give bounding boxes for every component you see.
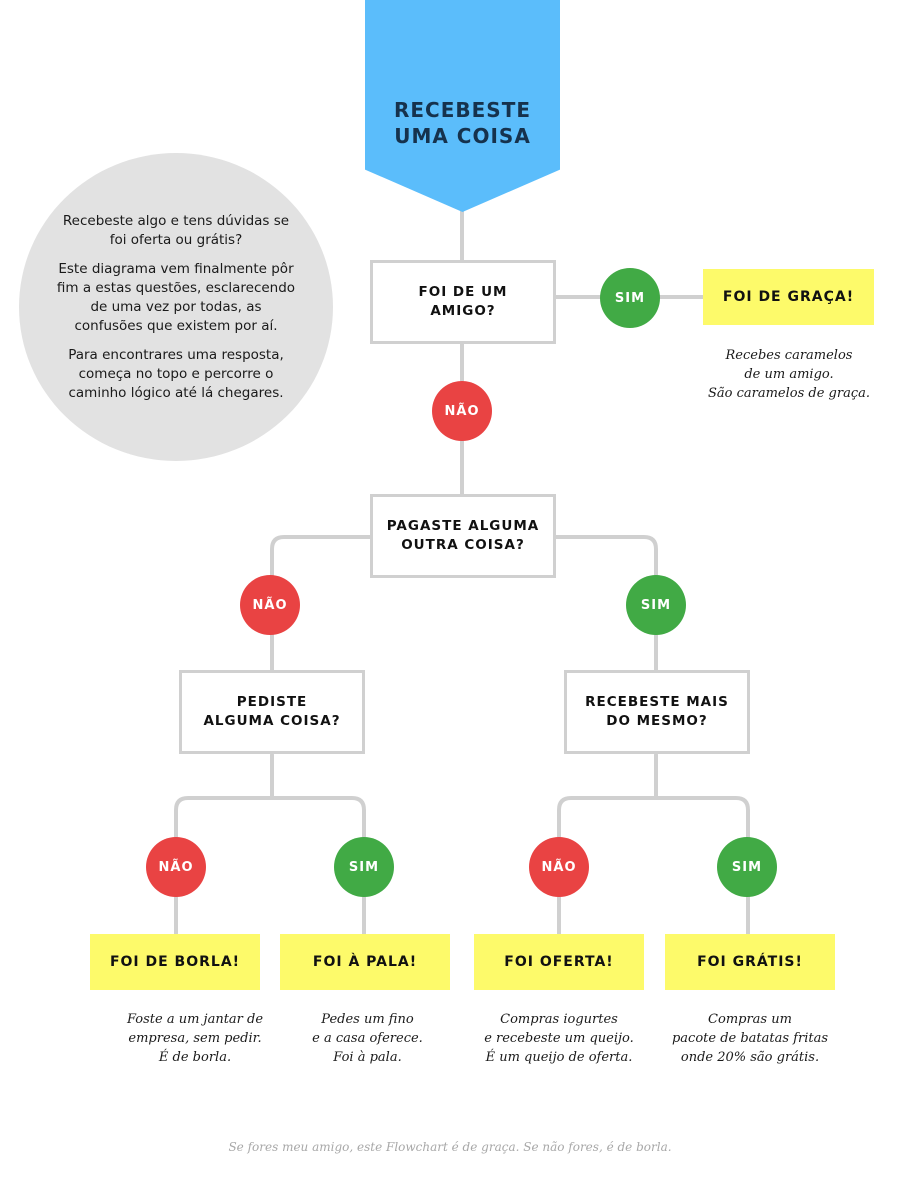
paid-no-badge: NÃO [240,575,300,635]
intro-description: Este diagrama vem finalmente pôr fim a e… [56,260,296,334]
more-yes-badge: SIM [717,837,777,897]
asked-yes-badge: SIM [334,837,394,897]
example-borla: Foste a um jantar de empresa, sem pedir.… [126,1012,264,1065]
connector-paid-split [270,535,658,674]
intro-instructions: Para encontrares uma resposta, começa no… [68,346,284,401]
more-no-badge: NÃO [529,837,589,897]
asked-no-badge: NÃO [146,837,206,897]
example-oferta: Compras iogurtes e recebeste um queijo. … [484,1012,634,1065]
connector-asked-split [174,753,366,936]
result-oferta: FOI OFERTA! [474,934,644,990]
example-gratis: Compras um pacote de batatas fritas onde… [671,1012,829,1065]
intro-question: Recebeste algo e tens dúvidas se foi ofe… [62,212,290,248]
start-banner [365,0,560,212]
result-gratis: FOI GRÁTIS! [665,934,835,990]
intro-circle: Recebeste algo e tens dúvidas se foi ofe… [19,153,333,461]
footer-note: Se fores meu amigo, este Flowchart é de … [228,1140,672,1154]
question-asked: PEDISTE ALGUMA COISA? [179,670,365,754]
intro-text: Recebeste algo e tens dúvidas se foi ofe… [56,212,296,403]
question-more: RECEBESTE MAIS DO MESMO? [564,670,750,754]
question-paid: PAGASTE ALGUMA OUTRA COISA? [370,494,556,578]
result-borla: FOI DE BORLA! [90,934,260,990]
start-title: RECEBESTE UMA COISA [393,98,532,148]
friend-yes-badge: SIM [600,268,660,328]
connector-more-split [557,753,750,936]
result-pala: FOI À PALA! [280,934,450,990]
example-graca: Recebes caramelos de um amigo. São caram… [707,348,871,401]
paid-yes-badge: SIM [626,575,686,635]
question-friend: FOI DE UM AMIGO? [370,260,556,344]
friend-no-badge: NÃO [432,381,492,441]
result-graca: FOI DE GRAÇA! [703,269,874,325]
example-pala: Pedes um fino e a casa oferece. Foi à pa… [312,1012,423,1065]
